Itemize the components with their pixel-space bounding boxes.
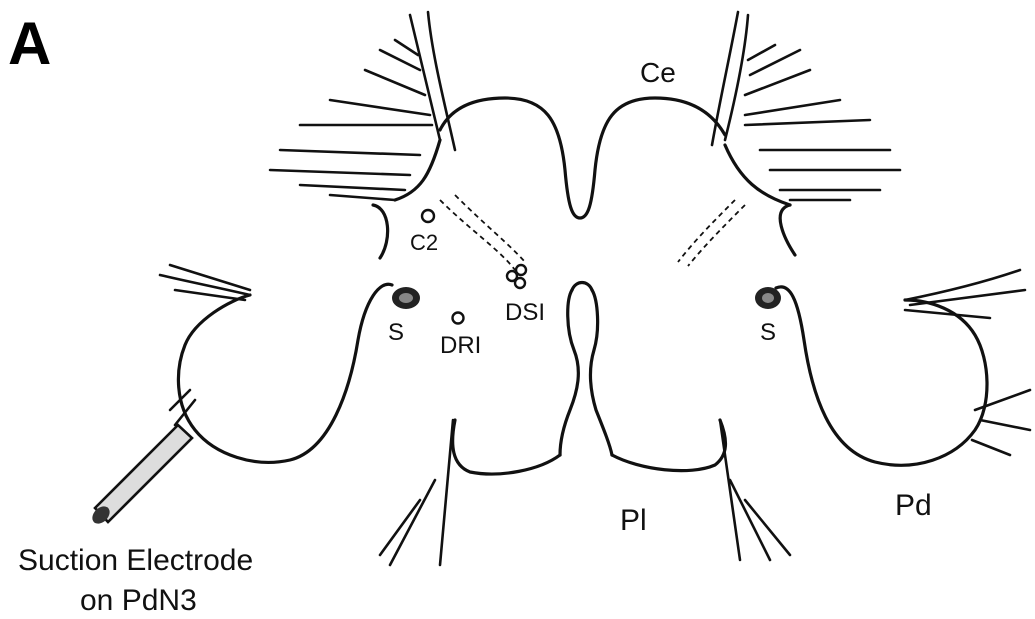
label-pedal: Pd (895, 489, 932, 522)
label-pleural: Pl (620, 504, 647, 537)
panel-label: A (8, 10, 51, 77)
c2-neuron (422, 210, 434, 222)
suction-electrode (89, 425, 192, 527)
label-dri: DRI (440, 332, 481, 359)
s-neuron-right (755, 287, 781, 309)
label-dsi: DSI (505, 299, 545, 326)
electrode-label-line1: Suction Electrode (18, 544, 253, 577)
ganglia-outline (178, 98, 987, 474)
s-neuron-left (392, 287, 420, 309)
dsi-neuron-3 (515, 278, 525, 288)
dsi-neuron-2 (516, 265, 526, 275)
label-s-right: S (760, 319, 776, 346)
label-c2: C2 (410, 230, 438, 255)
nerve-bundles (160, 12, 1030, 565)
electrode-label-line2: on PdN3 (80, 584, 197, 617)
label-cerebral: Ce (640, 57, 676, 88)
label-s-left: S (388, 319, 404, 346)
dri-neuron (453, 313, 464, 324)
